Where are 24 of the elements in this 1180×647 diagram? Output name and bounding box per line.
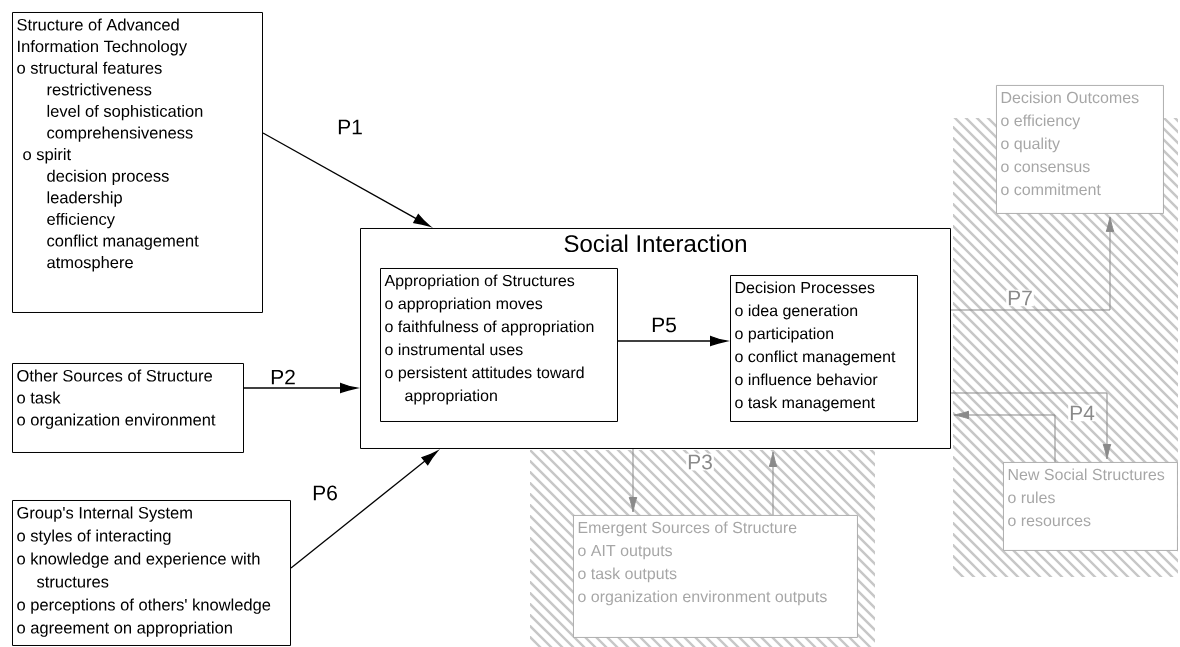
edge-label: P4 [1070, 405, 1095, 421]
concept-box: Appropriation of Structures o appropriation moves o faithfulness of appropriation o instrumental uses o persistent attitudes toward appropriation [380, 268, 618, 422]
concept-box: New Social Structures o rules o resources [1003, 462, 1178, 551]
arrow [628, 448, 638, 513]
arrow [262, 132, 431, 227]
arrow [768, 451, 778, 516]
edge-label: P5 [652, 317, 676, 333]
edge-label: P6 [313, 485, 337, 501]
edge-label: P7 [1008, 290, 1032, 306]
concept-box: Group's Internal System o styles of interacting o knowledge and experience with structures o perceptions of others' knowledge o agreement on appropriation [12, 500, 291, 646]
arrow [243, 382, 358, 394]
concept-box: Structure of Advanced Information Technology o structural features restrictiveness level of sophistication comprehensiveness o spirit decision process leadership efficiency conflict management atmosphere [12, 12, 263, 313]
arrow [953, 410, 1056, 463]
arrow [290, 450, 438, 569]
arrow [950, 392, 1112, 460]
edge-label: P2 [271, 369, 295, 385]
concept-box: Decision Outcomes o efficiency o quality o consensus o commitment [996, 85, 1164, 214]
arrow [617, 335, 728, 347]
concept-box: Emergent Sources of Structure o AIT outputs o task outputs o organization environment outputs [573, 515, 858, 638]
arrow [950, 216, 1115, 311]
edge-label: P3 [688, 454, 712, 470]
concept-box: Decision Processes o idea generation o participation o conflict management o influence behavior o task management [730, 275, 918, 422]
edge-label: P1 [338, 119, 362, 135]
concept-box: Other Sources of Structure o task o organization environment [12, 363, 244, 453]
